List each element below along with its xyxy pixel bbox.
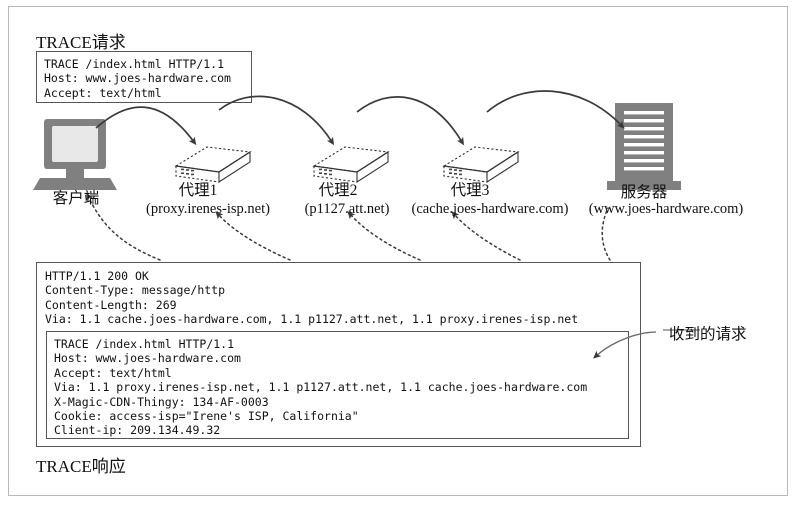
response-line: Content-Length: 269 [45, 297, 177, 312]
request-arrow-proxy3-to-server [486, 90, 625, 129]
response-line: Via: 1.1 cache.joes-hardware.com, 1.1 p1… [45, 312, 579, 327]
request-arrow-proxy1-to-proxy2 [218, 95, 335, 146]
echoed-request-line: Client-ip: 209.134.49.32 [54, 423, 221, 438]
node-label-client: 客户端 [52, 190, 100, 207]
echoed-request-line: TRACE /index.html HTTP/1.1 [54, 337, 235, 351]
node-label-proxy1: 代理1 [178, 182, 218, 199]
desktop-computer-icon [33, 119, 117, 190]
proxy-box-icon [442, 146, 520, 184]
response-arrow-to-proxy3 [451, 211, 521, 261]
response-arrow-to-proxy2 [347, 211, 421, 261]
server-tower-icon [607, 103, 681, 190]
echoed-request-line: Accept: text/html [54, 365, 172, 380]
echoed-request-box: TRACE /index.html HTTP/1.1 Host: www.joe… [46, 331, 629, 439]
node-host-proxy2: (p1127.att.net) [304, 201, 390, 217]
node-host-proxy3: (cache.joes-hardware.com) [411, 201, 569, 217]
echoed-request-line: Cookie: access-isp="Irene's ISP, Califor… [54, 409, 359, 424]
response-arrow-to-proxy1 [215, 211, 291, 261]
request-message-box: TRACE /index.html HTTP/1.1 Host: www.joe… [36, 51, 252, 103]
request-line: TRACE /index.html HTTP/1.1 [44, 57, 225, 71]
response-message-box: HTTP/1.1 200 OK Content-Type: message/ht… [36, 262, 641, 447]
node-host-server: (www.joes-hardware.com) [588, 201, 744, 217]
request-line: Host: www.joes-hardware.com [44, 71, 231, 86]
node-label-proxy3: 代理3 [450, 182, 490, 199]
response-line: HTTP/1.1 200 OK [45, 269, 149, 283]
proxy-box-icon [174, 146, 252, 184]
echoed-request-line: X-Magic-CDN-Thingy: 134-AF-0003 [54, 394, 269, 409]
trace-request-title: TRACE请求 [36, 33, 126, 52]
annotation-received-request: 收到的请求 [669, 326, 747, 343]
request-line: Accept: text/html [44, 85, 162, 100]
request-arrow-client-to-proxy1 [95, 106, 197, 146]
echoed-request-line: Via: 1.1 proxy.irenes-isp.net, 1.1 p1127… [54, 380, 588, 395]
echoed-request-line: Host: www.joes-hardware.com [54, 351, 241, 366]
response-line: Content-Type: message/http [45, 283, 226, 298]
node-label-server: 服务器 [620, 184, 668, 201]
request-arrow-proxy2-to-proxy3 [356, 96, 465, 146]
node-host-proxy1: (proxy.irenes-isp.net) [146, 201, 270, 217]
proxy-box-icon [312, 146, 390, 184]
trace-response-title: TRACE响应 [36, 457, 126, 476]
node-label-proxy2: 代理2 [318, 182, 358, 199]
